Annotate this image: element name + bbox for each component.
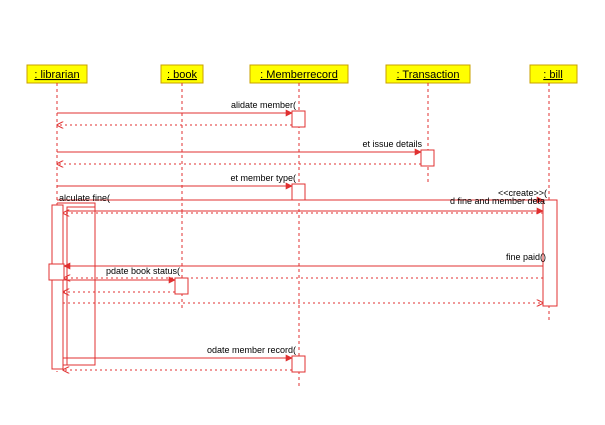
activation-librarian [51, 204, 64, 370]
lifeline-label-librarian: : librarian [34, 69, 79, 81]
message-label-11: pdate book status( [106, 266, 180, 276]
message-arrow-7 [57, 202, 96, 366]
activation-memberrecord-1 [291, 110, 306, 128]
lifeline-label-bill: : bill [543, 69, 563, 81]
activation-book [174, 277, 189, 295]
message-label-10: fine paid() [506, 252, 546, 262]
lifeline-label-book: : book [167, 69, 197, 81]
message-label-1: alidate member( [231, 100, 296, 110]
message-label-6: <<create>>( [498, 188, 547, 198]
activation-bill [542, 199, 558, 307]
lifeline-head-memberrecord: : Memberrecord [249, 64, 349, 84]
message-label-5: et member type( [230, 173, 296, 183]
lifeline-head-bill: : bill [529, 64, 578, 84]
activation-memberrecord-2 [291, 183, 306, 201]
lifeline-label-memberrecord: : Memberrecord [260, 69, 338, 81]
activation-transaction-1 [420, 149, 435, 167]
activation-librarian-finepaid [48, 263, 65, 281]
message-label-3: et issue details [362, 139, 422, 149]
activation-librarian-self [66, 206, 96, 366]
message-label-8: d fine and member deta [450, 196, 545, 206]
activation-memberrecord-3 [291, 355, 306, 373]
lifeline-label-transaction: : Transaction [397, 69, 460, 81]
lifeline-head-librarian: : librarian [26, 64, 88, 84]
message-label-7: alculate fine( [59, 193, 110, 203]
message-label-15: odate member record( [207, 345, 296, 355]
lifeline-head-book: : book [160, 64, 204, 84]
lifeline-head-transaction: : Transaction [385, 64, 471, 84]
